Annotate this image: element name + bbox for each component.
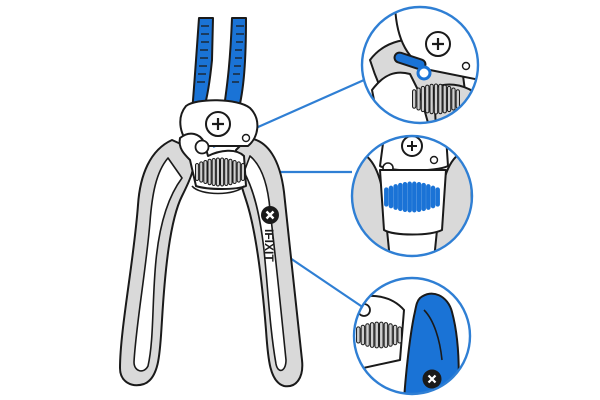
grip-ridge xyxy=(220,157,225,187)
left-handle-inner xyxy=(133,157,183,372)
grip-ridge xyxy=(211,157,216,187)
grip-ridge xyxy=(455,89,460,109)
grip-ridge xyxy=(224,157,229,187)
grip-ridge xyxy=(433,83,439,115)
grip-ridge xyxy=(412,181,417,213)
leader-line-handle xyxy=(289,257,365,309)
hinge-lower xyxy=(191,185,245,195)
grip-ridge xyxy=(369,322,375,348)
grip-ridge xyxy=(426,184,431,210)
grip-ridge xyxy=(451,87,456,111)
grip-ridge xyxy=(232,159,237,185)
grip-ridge xyxy=(374,321,379,349)
grip-ridge xyxy=(446,85,452,113)
grip-ridge xyxy=(425,84,430,114)
grip-ridge xyxy=(365,323,370,347)
grip-ridge xyxy=(203,159,208,185)
grip-ridge xyxy=(438,83,443,115)
grip-ridge xyxy=(416,182,422,212)
brand-mark: IFIXIT xyxy=(261,206,279,262)
grip-ridge xyxy=(393,184,398,210)
grip-ridge xyxy=(412,89,417,109)
grip-ridge xyxy=(388,185,394,209)
grip-ridges-icon xyxy=(195,157,246,187)
grip-ridge xyxy=(435,187,440,207)
pivot-hole xyxy=(241,133,251,143)
grip-ridge xyxy=(383,322,389,348)
grip-ridge xyxy=(207,158,212,186)
grip-ridge xyxy=(402,182,408,212)
spring-icon xyxy=(416,65,432,81)
detail-circle-spring xyxy=(360,5,480,125)
detail-circle-grip xyxy=(350,134,474,258)
grip-ridge xyxy=(392,324,398,346)
pliers xyxy=(119,17,304,388)
jaw-teeth xyxy=(197,25,244,83)
right-jaw xyxy=(223,17,247,113)
grip-ridge xyxy=(398,182,403,212)
logo-cross xyxy=(265,210,275,220)
grip-ridge xyxy=(429,83,434,115)
grip-ridge xyxy=(388,323,393,347)
detail-circle-handle xyxy=(352,276,472,396)
grip-ridge xyxy=(215,157,221,187)
grip-ridge xyxy=(420,85,426,113)
grip-ridge xyxy=(379,321,384,349)
grip-ridge xyxy=(236,161,241,183)
grip-ridge xyxy=(421,182,426,212)
grip-ridge xyxy=(360,324,366,346)
grip-ridge xyxy=(416,87,421,111)
screw-cross xyxy=(212,118,224,130)
spring-icon xyxy=(194,139,210,155)
grip-ridge xyxy=(397,326,402,344)
grip-ridge xyxy=(384,187,389,207)
left-jaw xyxy=(191,17,214,113)
grip-ridge xyxy=(430,185,436,209)
grip-ridge xyxy=(407,181,412,213)
brand-label: IFIXIT xyxy=(262,229,276,262)
grip-ridge xyxy=(356,326,361,344)
grip-ridge xyxy=(240,162,246,182)
grip-ridge xyxy=(442,84,447,114)
grip-ridge xyxy=(228,158,233,186)
grip-ridge xyxy=(195,162,200,182)
handle-highlight xyxy=(403,292,460,394)
grip-ridge xyxy=(199,161,204,183)
